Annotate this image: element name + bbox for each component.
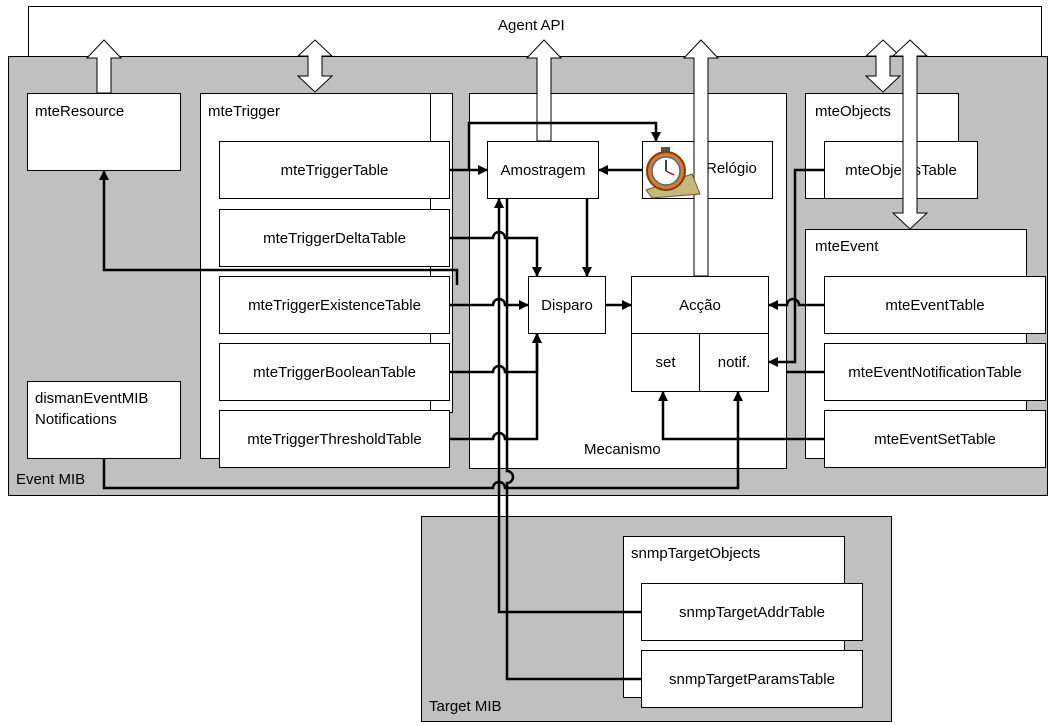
mte-objects-title: mteObjects — [815, 103, 891, 120]
edge-event-accao — [768, 297, 824, 310]
api-arrow-mte-objects — [864, 39, 902, 93]
disparo-box: Disparo — [528, 276, 606, 334]
accao-notif-box: notif. — [699, 333, 769, 392]
notifications-label-1: dismanEventMIB — [35, 390, 149, 407]
snmp-target-objects-title: snmpTargetObjects — [631, 545, 761, 562]
edge-boolean-disparo — [450, 333, 542, 374]
edge-threshold-disparo — [450, 333, 542, 441]
edge-trigger-resource — [99, 170, 459, 285]
api-arrow-amostragem — [525, 39, 563, 142]
edge-objects-notification — [768, 168, 824, 367]
mte-trigger-table: mteTriggerTable — [219, 141, 450, 199]
edge-params-amostragem — [505, 199, 641, 681]
mte-trigger-boolean-table: mteTriggerBooleanTable — [219, 343, 450, 401]
edge-amostragem-relogio — [467, 121, 661, 170]
event-mib-label: Event MIB — [16, 471, 86, 488]
snmp-target-params-table: snmpTargetParamsTable — [641, 650, 863, 708]
api-arrow-mte-event — [891, 39, 929, 230]
mte-objects-table: mteObjectsTable — [824, 141, 978, 199]
api-arrow-mte-trigger — [296, 39, 334, 93]
edge-eventset-set — [658, 391, 824, 441]
notifications-box — [27, 381, 181, 459]
snmp-target-addr-table: snmpTargetAddrTable — [641, 583, 863, 641]
mte-event-title: mteEvent — [815, 238, 879, 255]
edge-delta-disparo — [450, 230, 542, 277]
mte-resource-label: mteResource — [35, 103, 125, 120]
agent-api-label: Agent API — [498, 17, 565, 34]
mte-trigger-title: mteTrigger — [208, 103, 280, 120]
mte-resource-box — [27, 93, 181, 171]
api-arrow-accao — [682, 39, 720, 277]
mte-event-table: mteEventTable — [824, 276, 1046, 334]
accao-set-box: set — [631, 333, 700, 392]
amostragem-box: Amostragem — [487, 141, 599, 199]
relogio-label: Relógio — [706, 160, 757, 177]
clock-icon — [645, 147, 701, 199]
mte-event-notification-table: mteEventNotificationTable — [824, 343, 1046, 401]
mte-trigger-delta-table: mteTriggerDeltaTable — [219, 209, 450, 267]
mte-event-set-table: mteEventSetTable — [824, 410, 1046, 468]
edge-existence-disparo — [450, 297, 529, 310]
edge-target-amostragem — [494, 198, 641, 614]
api-arrow-mte-resource — [85, 39, 123, 94]
mte-trigger-threshold-table: mteTriggerThresholdTable — [219, 410, 450, 468]
notifications-label-2: Notifications — [35, 411, 117, 428]
accao-label: Acção — [679, 296, 721, 314]
target-mib-label: Target MIB — [429, 698, 502, 715]
mecanismo-label: Mecanismo — [584, 441, 661, 458]
edge-notifications-notif — [102, 391, 743, 490]
mte-trigger-existence-table: mteTriggerExistenceTable — [219, 276, 450, 334]
